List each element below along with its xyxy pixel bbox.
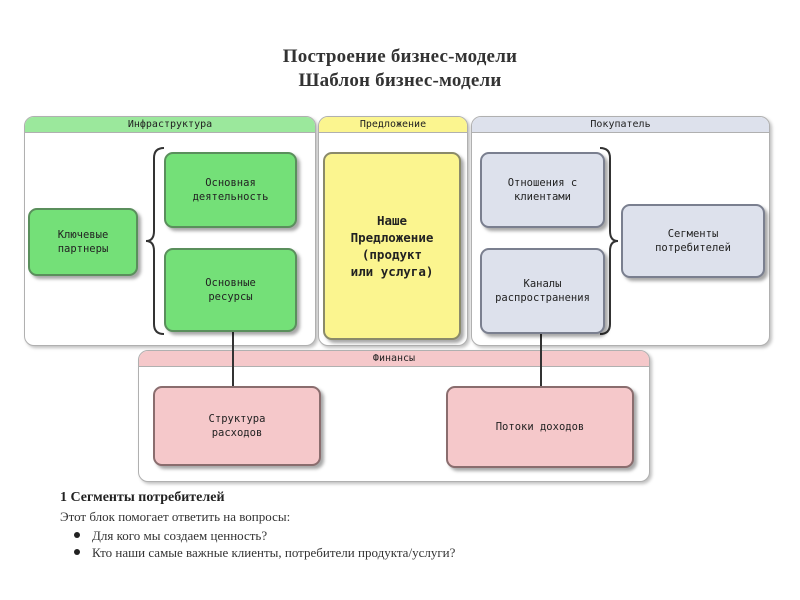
revenue-streams-box: Потоки доходов: [446, 386, 634, 468]
value-proposition-line-2: Предложение: [350, 230, 434, 245]
channels-line-1: Каналы: [523, 278, 562, 290]
question-list: Для кого мы создаем ценность? Кто наши с…: [74, 527, 456, 561]
list-item: Кто наши самые важные клиенты, потребите…: [74, 544, 456, 561]
cost-structure-line-1: Структура: [208, 413, 266, 425]
customer-relationships-line-1: Отношения с: [507, 177, 578, 189]
question-text: Кто наши самые важные клиенты, потребите…: [92, 545, 456, 560]
bullet-icon: [74, 532, 80, 538]
cost-structure-line-2: расходов: [211, 427, 263, 439]
diagram-title: Построение бизнес-модели: [282, 46, 518, 67]
channels-line-2: распространения: [495, 292, 590, 304]
buyer-header: Покупатель: [472, 117, 769, 133]
diagram-subtitle: Шаблон бизнес-модели: [298, 70, 502, 91]
offer-header: Предложение: [319, 117, 467, 133]
section-heading: 1 Сегменты потребителей: [60, 490, 225, 505]
key-resources-box: Основные ресурсы: [164, 248, 297, 332]
customer-relationships-box: Отношения с клиентами: [480, 152, 605, 228]
key-partners-box: Ключевые партнеры: [28, 208, 138, 276]
channels-box: Каналы распространения: [480, 248, 605, 334]
customer-segments-line-1: Сегменты: [667, 228, 719, 240]
list-item: Для кого мы создаем ценность?: [74, 527, 455, 544]
customer-segments-box: Сегменты потребителей: [621, 204, 765, 278]
key-partners-line-2: партнеры: [57, 243, 109, 255]
right-brace: [599, 147, 619, 335]
finance-header: Финансы: [139, 351, 649, 367]
infrastructure-header: Инфраструктура: [25, 117, 315, 133]
left-brace: [145, 147, 165, 335]
value-proposition-line-4: или услуга): [350, 264, 434, 279]
section-intro: Этот блок помогает ответить на вопросы:: [60, 509, 291, 524]
key-resources-line-1: Основные: [205, 277, 256, 289]
key-resources-line-2: ресурсы: [208, 291, 253, 303]
question-text: Для кого мы создаем ценность?: [92, 528, 268, 543]
key-activities-line-2: деятельность: [192, 191, 269, 203]
value-proposition-line-1: Наше: [376, 213, 408, 228]
key-partners-line-1: Ключевые: [57, 229, 109, 241]
revenue-streams-label: Потоки доходов: [495, 421, 585, 433]
customer-relationships-line-2: клиентами: [514, 191, 571, 203]
key-activities-line-1: Основная: [205, 177, 256, 189]
customer-segments-line-2: потребителей: [655, 242, 731, 254]
cost-structure-box: Структура расходов: [153, 386, 321, 466]
value-proposition-box: Наше Предложение (продукт или услуга): [323, 152, 461, 340]
key-activities-box: Основная деятельность: [164, 152, 297, 228]
connector-channels-revenue: [540, 333, 542, 386]
bullet-icon: [74, 549, 80, 555]
connector-resources-costs: [232, 332, 234, 386]
value-proposition-line-3: (продукт: [361, 247, 423, 262]
